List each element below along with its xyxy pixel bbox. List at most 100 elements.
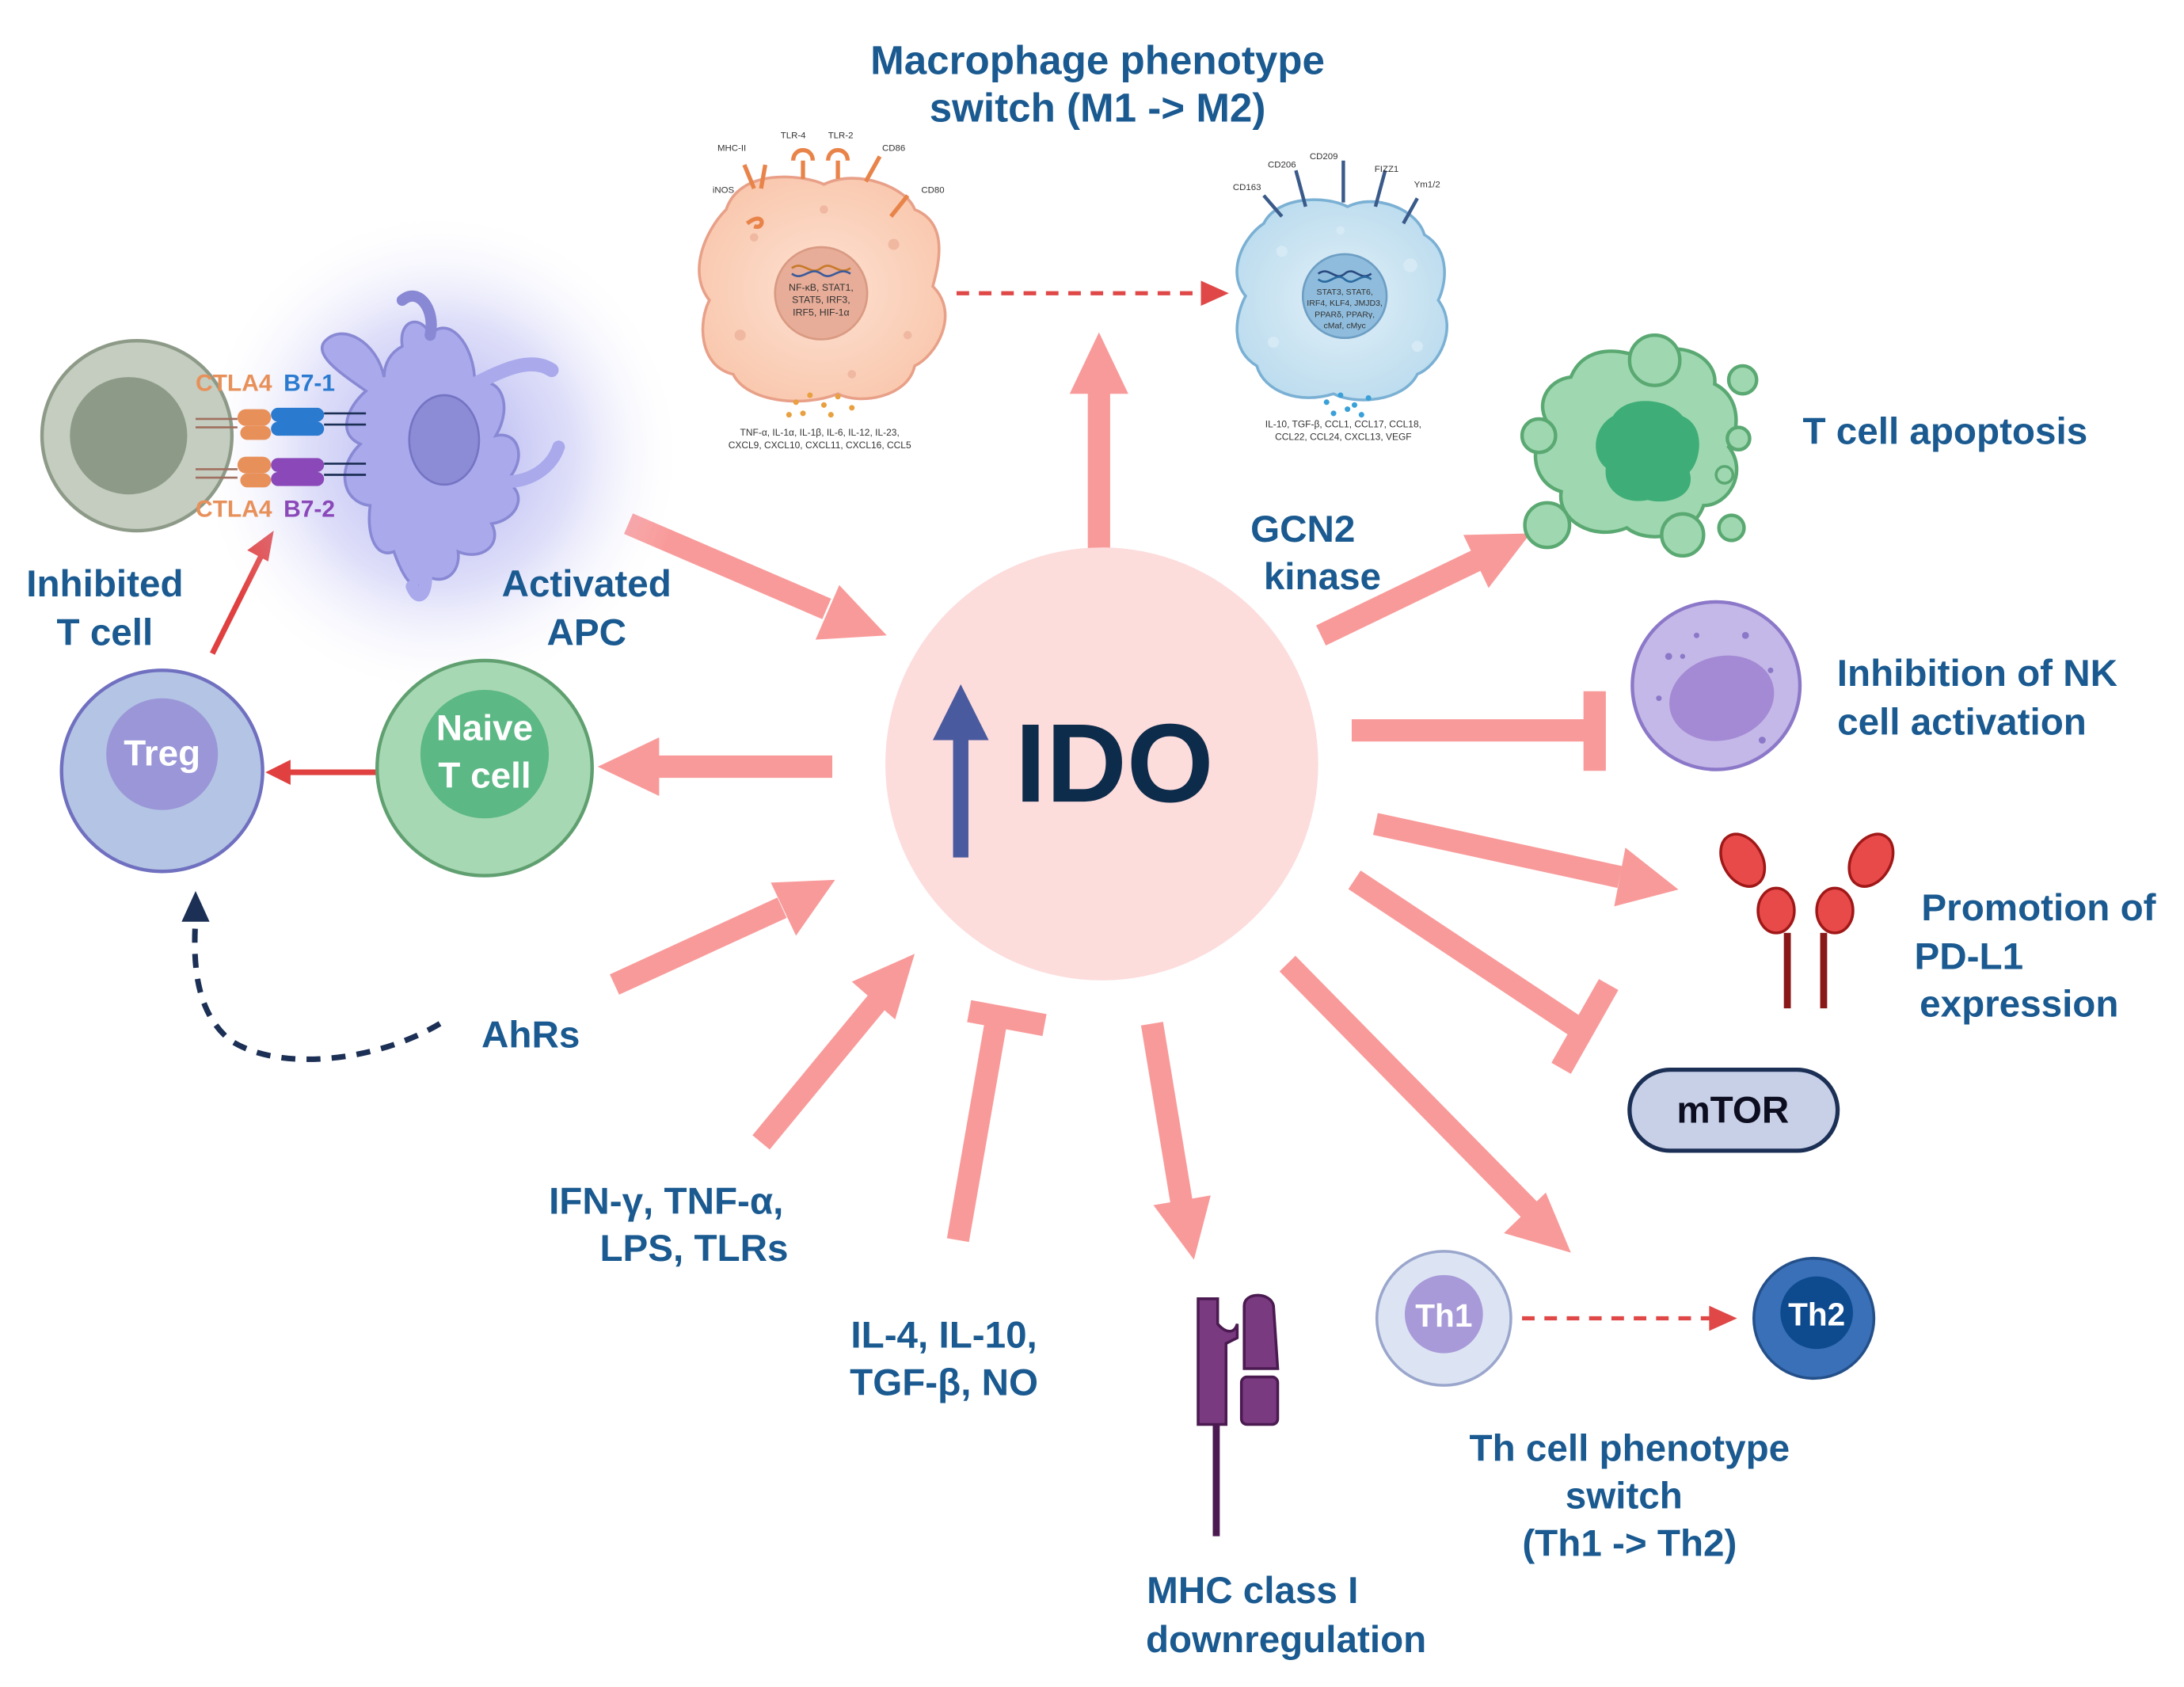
activated-apc-label-line1: Activated	[502, 563, 672, 605]
th-switch-label-line3: (Th1 -> Th2)	[1522, 1522, 1737, 1564]
inhibited-t-cell-shape	[40, 339, 234, 533]
pdl1-receptor-icon	[1719, 832, 1895, 1009]
arrow-naive-to-treg	[265, 760, 378, 785]
gcn2-label-line2: kinase	[1264, 556, 1381, 598]
ifn-label-line1: IFN-γ, TNF-α,	[549, 1180, 783, 1222]
arrow-ifn-to-ido	[752, 954, 915, 1150]
m2-receptor-fizz1: FIZZ1	[1375, 165, 1399, 174]
inhibited-t-cell-label-line1: Inhibited	[26, 563, 183, 605]
m2-macrophage: STAT3, STAT6, IRF4, KLF4, JMJD3, PPARδ, …	[1233, 152, 1448, 442]
m1-receptor-inos: iNOS	[713, 185, 735, 195]
cd163-receptor-icon	[1262, 194, 1284, 218]
arrow-ahrs-to-treg	[181, 890, 442, 1062]
m2-cytokines-line1: IL-10, TGF-β, CCL1, CCL17, CCL18,	[1265, 419, 1421, 430]
ido-label: IDO	[1015, 700, 1214, 825]
pdl1-label-line1: Promotion of	[1921, 887, 2155, 929]
th-switch-label-line1: Th cell phenotype	[1470, 1427, 1790, 1469]
m2-nucleus-line2: IRF4, KLF4, JMJD3,	[1307, 299, 1383, 308]
inos-icon	[745, 216, 764, 229]
mhc-label-line1: MHC class I	[1147, 1570, 1358, 1612]
m1-receptor-cd86: CD86	[882, 143, 905, 153]
ctla4-bottom-label: CTLA4	[196, 496, 272, 522]
ahrs-label: AhRs	[481, 1014, 580, 1056]
mhc-label-line2: downregulation	[1146, 1619, 1426, 1661]
arrow-ahrs-to-ido	[610, 879, 835, 995]
mtor-label: mTOR	[1676, 1090, 1789, 1132]
tlr2-receptor-icon	[826, 147, 850, 179]
m2-cytokines-line2: CCL22, CCL24, CXCL13, VEGF	[1275, 431, 1412, 442]
b71-label: B7-1	[283, 371, 335, 397]
naive-t-cell: Naive T cell	[375, 658, 594, 878]
b72-label: B7-2	[283, 496, 335, 522]
mhc2-receptor-icon	[742, 164, 768, 190]
macrophage-title-line1: Macrophage phenotype	[870, 37, 1325, 82]
arrow-ido-to-naive	[597, 737, 833, 797]
il4-label-line2: TGF-β, NO	[850, 1361, 1038, 1403]
pdl1-label-line2: PD-L1	[1915, 936, 2024, 978]
m1-macrophage: NF-κB, STAT1, STAT5, IRF3, IRF5, HIF-1α …	[698, 131, 947, 451]
naive-label-line2: T cell	[438, 755, 531, 795]
th-switch-label-line2: switch	[1566, 1475, 1683, 1517]
b71-molecule-icon	[271, 407, 325, 422]
cd86-receptor-icon	[864, 155, 882, 183]
cd80-receptor-icon	[889, 194, 910, 218]
up-arrow-head-icon	[932, 684, 989, 741]
inhibit-ido-to-mtor	[1348, 870, 1619, 1074]
th2-cell: Th2	[1752, 1256, 1876, 1380]
immune-synapse	[195, 407, 367, 488]
arrow-th1-to-th2	[1522, 1305, 1737, 1331]
inhibited-t-cell-label-line2: T cell	[57, 612, 154, 654]
nk-label-line1: Inhibition of NK	[1837, 653, 2117, 695]
m2-receptor-cd206: CD206	[1268, 161, 1296, 170]
th1-cell: Th1	[1375, 1250, 1512, 1387]
fizz1-receptor-icon	[1373, 169, 1387, 208]
gcn2-label-line1: GCN2	[1250, 508, 1355, 550]
treg-cell: Treg	[59, 668, 264, 874]
m1-nucleus-line1: NF-κB, STAT1,	[789, 282, 854, 293]
ctla4-top-label: CTLA4	[196, 371, 272, 397]
il4-label-line1: IL-4, IL-10,	[850, 1315, 1037, 1357]
nk-label-line2: cell activation	[1837, 701, 2087, 743]
tlr4-receptor-icon	[791, 147, 815, 179]
naive-label-line1: Naive	[436, 708, 533, 748]
nk-cell	[1630, 600, 1802, 771]
m2-receptor-ym12: Ym1/2	[1414, 180, 1440, 189]
m2-receptor-cd163: CD163	[1233, 183, 1261, 192]
ifn-label-line2: LPS, TLRs	[599, 1228, 788, 1270]
activated-apc-label-line2: APC	[546, 612, 626, 654]
cd206-receptor-icon	[1294, 169, 1307, 208]
mtor-box: mTOR	[1627, 1068, 1840, 1153]
apoptotic-t-cell	[1520, 333, 1759, 558]
arrow-ido-to-mhc	[1140, 1022, 1211, 1260]
inhibit-il4-to-ido	[946, 1000, 1047, 1243]
ido-center: IDO	[885, 547, 1318, 981]
treg-label: Treg	[124, 733, 200, 773]
arrow-ido-to-apoptosis	[1316, 533, 1531, 645]
arrow-ido-to-pdl1	[1372, 813, 1679, 907]
ym12-receptor-icon	[1402, 197, 1419, 225]
ctla4-bottom-molecule-icon	[237, 456, 272, 474]
m1-receptor-cd80: CD80	[921, 185, 944, 195]
b72-molecule-icon	[271, 458, 325, 472]
macrophage-title: Macrophage phenotype switch (M1 -> M2)	[870, 37, 1325, 130]
m1-receptor-tlr2: TLR-2	[828, 131, 854, 141]
pdl1-label-line3: expression	[1920, 984, 2118, 1026]
th1-label: Th1	[1415, 1297, 1472, 1334]
arrow-ido-to-th	[1279, 955, 1571, 1253]
m1-nucleus-line3: IRF5, HIF-1α	[793, 307, 850, 318]
m2-nucleus-line3: PPARδ, PPARγ,	[1315, 310, 1375, 319]
m2-nucleus-line1: STAT3, STAT6,	[1316, 288, 1372, 297]
apoptosis-label: T cell apoptosis	[1802, 411, 2087, 453]
m1-receptor-mhc2: MHC-II	[717, 143, 746, 153]
m2-nucleus-line4: cMaf, cMyc	[1323, 321, 1365, 330]
inhibit-ido-to-nk	[1351, 691, 1606, 771]
arrow-ido-to-macrophage	[1069, 332, 1128, 556]
m1-nucleus-line2: STAT5, IRF3,	[792, 295, 850, 306]
ctla4-top-molecule-icon	[237, 409, 272, 426]
m1-receptor-tlr4: TLR-4	[781, 131, 806, 141]
m2-receptor-cd209: CD209	[1310, 152, 1338, 162]
m1-cytokines-line1: TNF-α, IL-1α, IL-1β, IL-6, IL-12, IL-23,	[740, 427, 900, 438]
m1-nucleus	[774, 246, 869, 341]
activated-apc	[195, 209, 685, 699]
